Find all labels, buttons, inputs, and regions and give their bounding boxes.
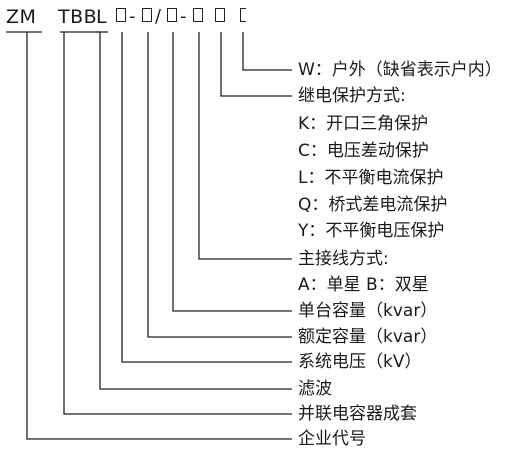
label-filter: 滤波 [298,379,332,399]
label-company-code: 企业代号 [298,429,366,449]
separator-dash-2: - [180,6,187,27]
placeholder-box-outdoor [240,8,246,22]
leader-shunt-set [63,32,292,415]
code-zm: ZM [6,6,37,28]
label-outdoor: W：户外（缺省表示户内） [298,60,502,80]
label-relay-k: K：开口三角保护 [298,114,429,134]
leader-company-code [26,32,292,440]
leader-rated-capacity [147,32,292,338]
label-relay-l: L：不平衡电流保护 [298,168,444,188]
leader-relay [220,32,292,97]
label-unit-capacity: 单台容量（kvar） [298,301,438,321]
leader-unit-capacity [172,32,292,312]
label-rated-capacity: 额定容量（kvar） [298,327,438,347]
label-relay-c: C：电压差动保护 [298,141,429,161]
placeholder-box-wiring [193,8,203,22]
leader-filter [99,32,292,390]
code-l: L [96,6,108,28]
code-tbb: TBB [58,6,98,28]
leader-wiring [198,32,292,260]
label-wiring-title: 主接线方式: [298,249,389,269]
placeholder-box-voltage [116,8,126,22]
separator-dash-1: - [129,6,136,27]
label-relay-y: Y：不平衡电压保护 [298,221,445,241]
leader-outdoor [242,32,292,71]
placeholder-box-rated-capacity [142,8,152,22]
label-wiring-item: A：单星 B：双星 [298,275,429,295]
separator-slash: / [155,6,162,27]
leader-system-voltage [121,32,292,363]
label-relay-q: Q：桥式差电流保护 [298,195,448,215]
label-relay-title: 继电保护方式: [298,86,406,106]
placeholder-box-relay [215,8,225,22]
placeholder-box-unit-capacity [167,8,177,22]
label-shunt-set: 并联电容器成套 [298,404,417,424]
label-system-voltage: 系统电压（kV） [298,352,422,372]
